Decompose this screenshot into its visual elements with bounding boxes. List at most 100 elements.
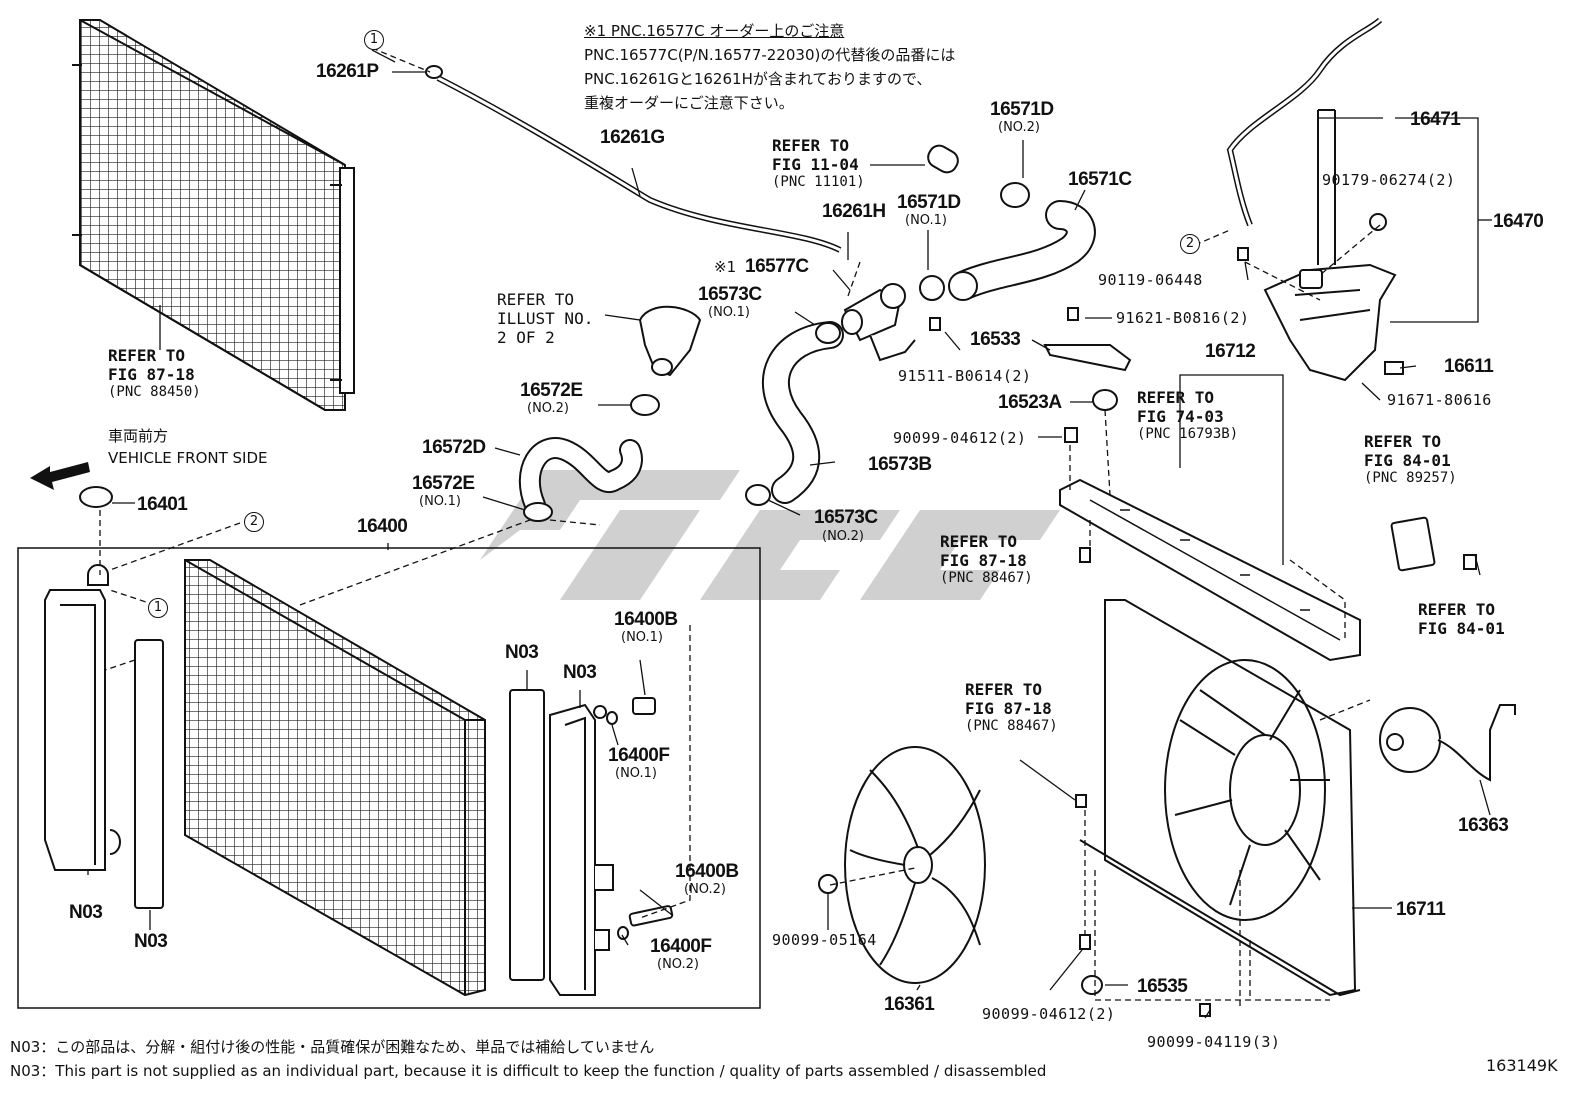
callout-2-reservoir: 2: [1180, 234, 1200, 254]
fan-motor-16363-drawing: [1379, 704, 1516, 782]
vehicle-front-arrow-icon: [30, 462, 90, 490]
part-90099-05164[interactable]: 90099-05164: [772, 931, 877, 949]
part-90179-06274[interactable]: 90179-06274(2): [1322, 171, 1456, 189]
reservoir-pipe-drawing: [1317, 109, 1336, 265]
left-gasket-drawing: [134, 639, 164, 909]
part-91511-B0614[interactable]: 91511-B0614(2): [898, 367, 1032, 385]
part-16572E-no1-sub: (NO.1): [419, 494, 461, 509]
part-16400F-no2[interactable]: 16400F: [650, 936, 712, 957]
clamp-16571D-no2: [1000, 182, 1030, 208]
part-16572D[interactable]: 16572D: [422, 437, 486, 458]
callout-2-radiator: 2: [244, 512, 264, 532]
part-90119-06448[interactable]: 90119-06448: [1098, 271, 1203, 289]
radiator-group-frame: [17, 547, 761, 1009]
relay-89257-drawing: [1390, 516, 1436, 572]
part-16573C-no2[interactable]: 16573C: [814, 507, 878, 528]
part-91671-80616[interactable]: 91671-80616: [1387, 391, 1492, 409]
drain-plugs-drawing: [606, 697, 674, 940]
cooling-fan-16361-drawing: [844, 746, 986, 984]
part-16573C-no2-sub: (NO.2): [822, 529, 864, 544]
part-16535[interactable]: 16535: [1137, 976, 1188, 997]
right-gasket-drawing: [509, 689, 545, 981]
part-16611[interactable]: 16611: [1444, 356, 1494, 377]
part-16712[interactable]: 16712: [1205, 341, 1256, 362]
part-16400B-no1-sub: (NO.1): [621, 630, 663, 645]
part-16572E-no2[interactable]: 16572E: [520, 380, 583, 401]
left-tank-drawing: [44, 564, 121, 871]
nut-90099-05164: [818, 874, 838, 894]
callout-1-radiator: 1: [148, 598, 168, 618]
part-90099-04612-top[interactable]: 90099-04612(2): [893, 429, 1027, 447]
callout-1-top: 1: [364, 30, 384, 50]
reservoir-hose-drawing: [1226, 17, 1383, 227]
footer-note-en: N03：This part is not supplied as an indi…: [10, 1062, 1047, 1080]
dashed-lines: [99, 47, 1381, 1010]
part-n03-right-gasket[interactable]: N03: [505, 642, 539, 663]
part-16400F-no2-sub: (NO.2): [657, 957, 699, 972]
bracket-16533-drawing: [1043, 344, 1132, 372]
direction-en: VEHICLE FRONT SIDE: [108, 449, 268, 467]
leader-lines: [87, 49, 1492, 1019]
part-16400B-no1[interactable]: 16400B: [614, 609, 678, 630]
part-16572E-no2-sub: (NO.2): [527, 401, 569, 416]
part-16571C[interactable]: 16571C: [1068, 169, 1132, 190]
part-16261G[interactable]: 16261G: [600, 127, 665, 148]
part-90099-04119[interactable]: 90099-04119(3): [1147, 1033, 1281, 1051]
part-n03-left-gasket[interactable]: N03: [134, 931, 168, 952]
part-16573C-no1-sub: (NO.1): [708, 305, 750, 320]
part-16573B[interactable]: 16573B: [868, 454, 932, 475]
part-16471[interactable]: 16471: [1410, 109, 1461, 130]
part-16400[interactable]: 16400: [357, 516, 408, 537]
part-n03-left-tank[interactable]: N03: [69, 902, 103, 923]
fan-shroud-drawing: [1079, 599, 1361, 997]
part-16400B-no2[interactable]: 16400B: [675, 861, 739, 882]
direction-jp: 車両前方: [108, 427, 169, 445]
notice-line-2: PNC.16261Gと16261Hが含まれておりますので、: [584, 70, 932, 88]
reservoir-tank-drawing: [1263, 263, 1397, 382]
part-n03-right-tank[interactable]: N03: [563, 662, 597, 683]
part-16363[interactable]: 16363: [1458, 815, 1509, 836]
figure-code: 163149K: [1486, 1056, 1558, 1075]
part-90099-04612-bottom[interactable]: 90099-04612(2): [982, 1005, 1116, 1023]
part-16571D-no2-sub: (NO.2): [998, 120, 1040, 135]
watermark-logo: [480, 470, 1060, 600]
part-16533[interactable]: 16533: [970, 329, 1021, 350]
part-16577C-mark: ※1: [714, 258, 737, 276]
clamp-16572E-no2: [630, 394, 660, 416]
part-16572E-no1[interactable]: 16572E: [412, 473, 475, 494]
part-16573C-no1[interactable]: 16573C: [698, 284, 762, 305]
radiator-cap-drawing: [79, 486, 113, 508]
part-16400B-no2-sub: (NO.2): [684, 882, 726, 897]
part-16571D-no1[interactable]: 16571D: [897, 192, 961, 213]
notice-line-1: PNC.16577C(P/N.16577-22030)の代替後の品番には: [584, 46, 956, 64]
part-16401[interactable]: 16401: [137, 494, 188, 515]
part-16711[interactable]: 16711: [1396, 899, 1446, 920]
notice-heading: ※1 PNC.16577C オーダー上のご注意: [584, 22, 845, 40]
condenser-drawing: [72, 19, 355, 411]
part-16577C[interactable]: 16577C: [745, 256, 809, 277]
part-16571D-no2[interactable]: 16571D: [990, 99, 1054, 120]
part-91621-B0816[interactable]: 91621-B0816(2): [1116, 309, 1250, 327]
part-16470[interactable]: 16470: [1493, 211, 1544, 232]
part-16400F-no1[interactable]: 16400F: [608, 745, 670, 766]
part-16361[interactable]: 16361: [884, 994, 935, 1015]
water-outlet-16577C-drawing: [841, 283, 916, 362]
clamp-16571D-no1: [919, 275, 945, 301]
footer-note-jp: N03：この部品は、分解・組付け後の性能・品質確保が困難なため、単品では補給して…: [10, 1038, 655, 1056]
radiator-core-drawing: [184, 559, 486, 997]
part-16261H[interactable]: 16261H: [822, 201, 886, 222]
part-16261P[interactable]: 16261P: [316, 61, 379, 82]
right-tank-drawing: [549, 703, 614, 996]
notice-line-3: 重複オーダーにご注意下さい。: [584, 94, 794, 112]
pipe-11101-drawing: [927, 144, 959, 174]
part-16400F-no1-sub: (NO.1): [615, 766, 657, 781]
part-16523A[interactable]: 16523A: [998, 392, 1062, 413]
